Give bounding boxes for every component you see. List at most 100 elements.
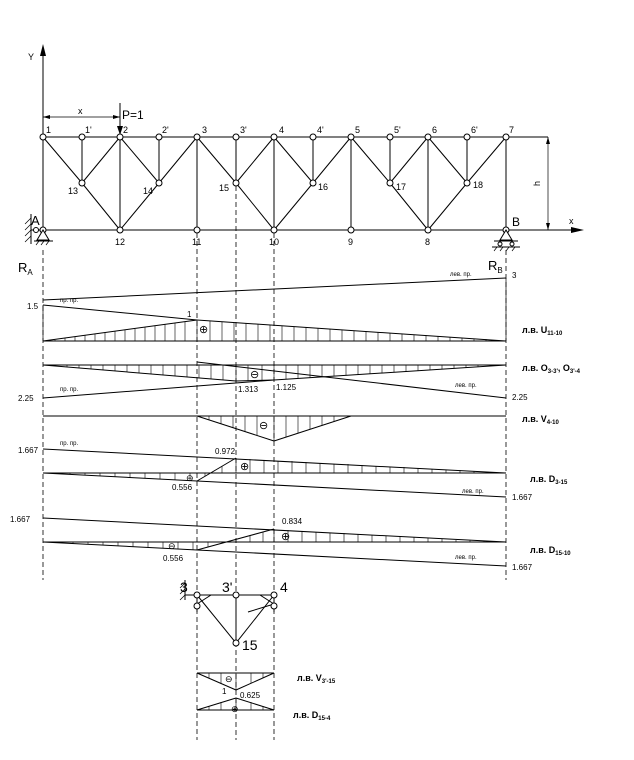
- minus-sign-icon: ⊖: [186, 473, 194, 483]
- y-axis-label: Y: [28, 52, 34, 62]
- projection-lines: [42, 186, 507, 740]
- node-label: 3': [222, 579, 232, 595]
- height-label: h: [532, 181, 542, 186]
- plus-sign-icon: ⊕: [240, 461, 249, 473]
- transition-line: [196, 457, 237, 482]
- ordinate-left: [196, 415, 275, 442]
- left-reaction-line: [42, 304, 198, 321]
- caption-d2: л.в. D15-10: [530, 545, 571, 557]
- caption-v: л.в. V4-10: [522, 414, 559, 426]
- detail-node-cut: 3 3' 4 15: [179, 579, 288, 653]
- support-a: A: [24, 213, 53, 246]
- load-label: P=1: [122, 108, 144, 122]
- node-label: 16: [318, 182, 328, 192]
- support-a-label: A: [31, 213, 40, 228]
- hatching: [54, 365, 491, 381]
- truss: Y x x P=1: [18, 44, 584, 277]
- support-b: B: [492, 215, 520, 252]
- minus-sign-icon: ⊖: [168, 541, 176, 551]
- ordinate-value: 3: [512, 271, 517, 280]
- ordinate-value: 1.125: [276, 383, 297, 392]
- node-label: 6: [432, 125, 437, 135]
- node-label: 4: [279, 125, 284, 135]
- node-labels: 1 1' 2 2' 3 3' 4 4' 5 5' 6 6' 7 13 14 15…: [46, 125, 514, 247]
- ordinate-value: 0.972: [215, 447, 236, 456]
- ordinate-value: 0.556: [172, 483, 193, 492]
- left-reaction-line: [42, 517, 507, 543]
- truss-nodes: [39, 133, 510, 234]
- x-axis-label: x: [569, 216, 574, 226]
- left-tag: пр. пр.: [60, 298, 79, 304]
- right-reaction-line: [42, 472, 507, 498]
- ordinate-value: 1.667: [512, 493, 533, 502]
- reaction-b-label: RB: [488, 258, 503, 275]
- node-label: 2': [162, 125, 169, 135]
- left-tag: пр. пр.: [60, 441, 79, 447]
- node-label: 5: [355, 125, 360, 135]
- caption-o: л.в. O3-3', O3'-4: [522, 363, 581, 375]
- minus-sign-icon: ⊖: [250, 369, 259, 381]
- x-axis-arrow: [571, 227, 584, 233]
- ordinate-right: [273, 415, 352, 442]
- node-label: 7: [509, 125, 514, 135]
- ordinate-left: [42, 319, 198, 342]
- ordinate-left: [42, 364, 237, 382]
- node-label: 1: [46, 125, 51, 135]
- ordinate-right: [196, 319, 507, 342]
- node-label: 17: [396, 182, 406, 192]
- hatching: [54, 458, 489, 481]
- caption-d1: л.в. D3-15: [530, 474, 568, 486]
- node-label: 18: [473, 180, 483, 190]
- node-label: 1': [85, 125, 92, 135]
- node-label: 5': [394, 125, 401, 135]
- node-label: 4: [280, 579, 288, 595]
- ordinate-value: 2.25: [512, 393, 528, 402]
- plus-sign-icon: ⊕: [281, 531, 290, 543]
- node-label: 4': [317, 125, 324, 135]
- caption-v3-15: л.в. V3'-15: [297, 673, 336, 685]
- node-label: 9: [348, 237, 353, 247]
- right-reaction-line: [196, 361, 507, 399]
- influence-line-o: ⊖ 1.313 1.125 2.25 пр. пр. лев. пр. 2.25…: [18, 361, 581, 403]
- node-label: 8: [425, 237, 430, 247]
- peak-value: 1: [187, 310, 192, 319]
- y-axis-arrow: [40, 44, 46, 56]
- right-tag: лев. пр.: [462, 489, 484, 495]
- ordinate-value: 1.5: [27, 302, 39, 311]
- plus-sign-icon: ⊕: [231, 704, 239, 714]
- ordinate-value: 1.667: [10, 515, 31, 524]
- hatching: [208, 416, 335, 441]
- caption-d15-4: л.в. D15-4: [293, 710, 331, 722]
- right-tag: лев. пр.: [455, 555, 477, 561]
- ordinate-value: 1: [222, 687, 227, 696]
- ordinate-value: 0.625: [240, 691, 261, 700]
- right-reaction-line: [42, 541, 507, 567]
- left-reaction-line: [42, 379, 275, 399]
- influence-line-d1: 1.667 пр. пр. 0.972 ⊕ ⊖ 0.556 лев. пр. 1…: [18, 441, 568, 502]
- ordinate-value: 2.25: [18, 394, 34, 403]
- hatching: [54, 320, 487, 341]
- node-label: 13: [68, 186, 78, 196]
- node-label: 3': [240, 125, 247, 135]
- caption-u: л.в. U11-10: [522, 325, 563, 337]
- node-label: 6': [471, 125, 478, 135]
- x-dimension-label: x: [78, 106, 83, 116]
- right-tag: лев. пр.: [455, 383, 477, 389]
- hatching: [57, 529, 485, 550]
- node-label: 3: [180, 579, 188, 595]
- right-tag: лев. пр.: [450, 272, 472, 278]
- plus-sign-icon: ⊕: [199, 324, 208, 336]
- node-label: 14: [143, 186, 153, 196]
- ordinate-value: 1.667: [512, 563, 533, 572]
- node-label: 12: [115, 237, 125, 247]
- node-label: 15: [219, 183, 229, 193]
- minus-sign-icon: ⊖: [259, 420, 268, 432]
- node-label: 3: [202, 125, 207, 135]
- transition-line: [196, 528, 275, 551]
- ordinate-value: 0.834: [282, 517, 303, 526]
- ordinate-value: 1.667: [18, 446, 39, 455]
- reaction-a-label: RA: [18, 260, 33, 277]
- right-reaction-line: [42, 277, 507, 301]
- influence-line-d2: 1.667 0.834 ⊕ ⊖ 0.556 лев. пр. 1.667 л.в…: [10, 515, 571, 572]
